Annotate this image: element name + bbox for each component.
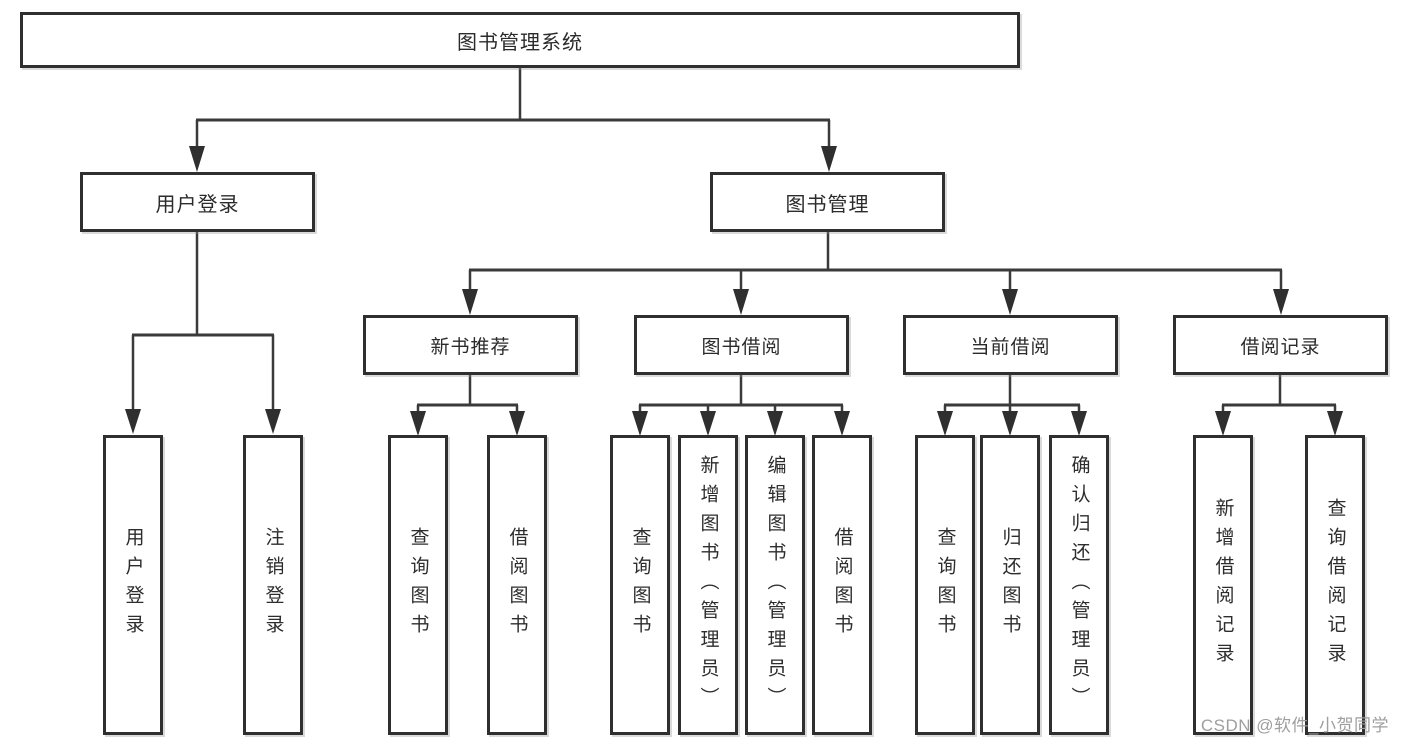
branch-new-book-recommend-connector [410,375,525,436]
branch-book-borrow-connector [632,375,850,436]
csdn-watermark: CSDN @软件_小贺同学 [1200,716,1389,735]
arrow-down-icon [834,411,850,436]
leaf-query-books-current-label: 查询图书 [934,527,956,643]
leaf-edit-book-admin: 编辑图书（管理员） [745,435,805,735]
arrow-down-icon [767,411,783,436]
arrow-down-icon [1002,411,1018,436]
node-current-borrow-label: 当前借阅 [970,336,1051,358]
arrow-down-icon [265,409,281,434]
arrow-down-icon [700,411,716,436]
node-root: 图书管理系统 [20,12,1020,68]
leaf-query-books-borrow: 查询图书 [610,435,670,735]
leaf-query-books-recommend: 查询图书 [388,435,448,735]
node-root-label: 图书管理系统 [457,31,583,54]
branch-root-connector [189,68,837,172]
arrow-down-icon [632,411,648,436]
arrow-down-icon [125,409,141,434]
leaf-return-book: 归还图书 [980,435,1040,735]
branch-borrow-records-connector [1215,375,1343,436]
branch-book-management-connector [462,232,1289,315]
leaf-add-book-admin: 新增图书（管理员） [678,435,738,735]
arrow-down-icon [1215,411,1231,436]
node-current-borrow: 当前借阅 [903,315,1118,375]
node-borrow-records: 借阅记录 [1173,315,1388,375]
leaf-logout: 注销登录 [243,435,303,735]
node-book-management-label: 图书管理 [785,193,870,216]
leaf-borrow-books-recommend-label: 借阅图书 [506,527,528,643]
leaf-query-borrow-record: 查询借阅记录 [1305,435,1365,735]
node-book-borrow-label: 图书借阅 [701,336,782,358]
arrow-down-icon [1002,289,1018,315]
arrow-down-icon [1273,289,1289,315]
arrow-down-icon [410,411,426,436]
leaf-query-borrow-record-label: 查询借阅记录 [1324,498,1346,672]
leaf-query-books-recommend-label: 查询图书 [407,527,429,643]
arrow-down-icon [462,289,478,315]
leaf-query-books-current: 查询图书 [915,435,975,735]
arrow-down-icon [1071,411,1087,436]
leaf-borrow-books: 借阅图书 [812,435,872,735]
leaf-confirm-return-admin-label: 确认归还（管理员） [1068,454,1090,716]
node-new-book-recommend: 新书推荐 [363,315,578,375]
node-new-book-recommend-label: 新书推荐 [430,336,511,358]
leaf-add-book-admin-label: 新增图书（管理员） [697,454,719,716]
node-user-login-label: 用户登录 [155,193,240,216]
arrow-down-icon [821,146,837,172]
leaf-confirm-return-admin: 确认归还（管理员） [1049,435,1109,735]
leaf-query-books-borrow-label: 查询图书 [629,527,651,643]
arrow-down-icon [1327,411,1343,436]
branch-current-borrow-connector [937,375,1087,436]
node-user-login: 用户登录 [80,172,315,232]
arrow-down-icon [937,411,953,436]
node-book-management: 图书管理 [710,172,945,232]
leaf-add-borrow-record: 新增借阅记录 [1193,435,1253,735]
leaf-borrow-books-label: 借阅图书 [831,527,853,643]
node-book-borrow: 图书借阅 [634,315,849,375]
leaf-return-book-label: 归还图书 [999,527,1021,643]
leaf-add-borrow-record-label: 新增借阅记录 [1212,498,1234,672]
arrow-down-icon [733,289,749,315]
node-borrow-records-label: 借阅记录 [1240,336,1321,358]
leaf-borrow-books-recommend: 借阅图书 [487,435,547,735]
leaf-logout-label: 注销登录 [262,527,284,643]
leaf-user-login: 用户登录 [103,435,163,735]
arrow-down-icon [189,146,205,172]
leaf-edit-book-admin-label: 编辑图书（管理员） [764,454,786,716]
arrow-down-icon [509,411,525,436]
branch-user-login-connector [125,232,281,434]
leaf-user-login-label: 用户登录 [122,527,144,643]
